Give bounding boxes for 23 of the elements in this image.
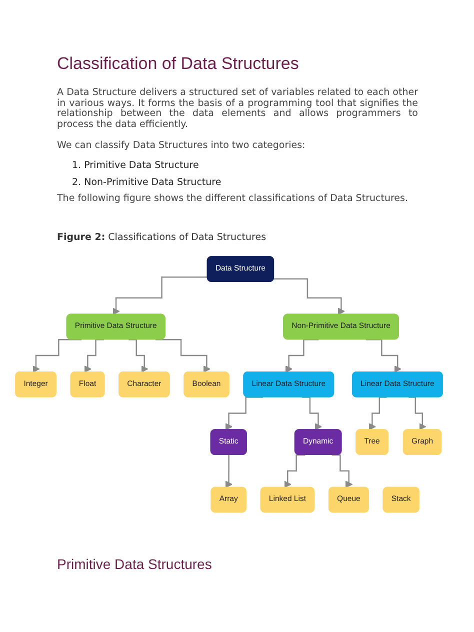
arrow <box>32 338 82 372</box>
arrow <box>128 338 148 372</box>
paragraph: A Data Structure delivers a structured set of variables related to each other in various ways. It forms the basis of a programming tool that signifies the relationship between the data elements and allows programmers to process the data efficiently. <box>57 88 418 130</box>
arrow <box>156 338 210 372</box>
section-heading: Primitive Data Structures <box>57 556 213 572</box>
arrow <box>285 338 319 372</box>
arrow <box>225 454 233 488</box>
paragraph: The following figure shows the different classifications of Data Structures. <box>57 194 409 205</box>
arrow <box>225 396 264 430</box>
arrow <box>274 278 345 315</box>
arrow <box>284 454 306 488</box>
list-item: 2. Non-Primitive Data Structure <box>71 178 222 188</box>
arrow <box>332 454 353 488</box>
arrow <box>112 276 208 315</box>
arrow <box>302 396 322 430</box>
paragraph: We can classify Data Structures into two categories: <box>57 140 306 152</box>
arrow <box>84 338 104 372</box>
arrow <box>408 396 426 430</box>
arrow <box>368 396 387 430</box>
page-title: Classification of Data Structures <box>57 53 300 74</box>
arrow <box>366 338 402 372</box>
figure-caption: Figure 2: Classifications of Data Structures <box>57 233 268 244</box>
list-item: 1. Primitive Data Structure <box>71 161 200 172</box>
